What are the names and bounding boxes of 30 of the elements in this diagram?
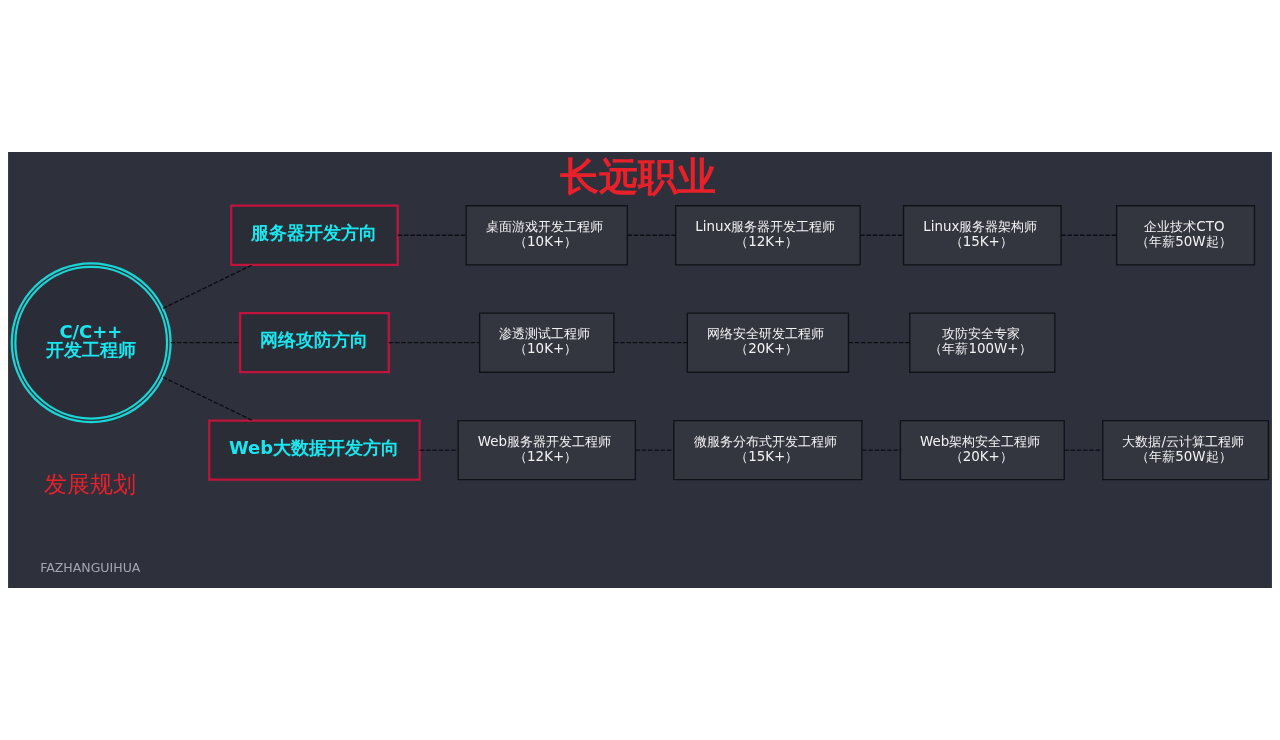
node-box: 桌面游戏开发工程师 （10K+） xyxy=(465,205,628,266)
connector xyxy=(859,234,905,236)
node-box: 微服务分布式开发工程师 （15K+） xyxy=(673,419,863,481)
node-box: 企业技术CTO （年薪50W起） xyxy=(1115,205,1256,266)
connector xyxy=(170,342,241,344)
node-box: Web大数据开发方向 xyxy=(208,419,421,481)
node-box: Linux服务器开发工程师 （12K+） xyxy=(675,205,861,266)
label: 发展规划 xyxy=(43,470,136,498)
connector xyxy=(861,449,901,451)
node-box: Web架构安全工程师 （20K+） xyxy=(899,419,1065,481)
connector xyxy=(388,342,481,344)
node-box: 网络攻防方向 xyxy=(239,312,390,374)
connector xyxy=(397,234,467,236)
node-box: 网络安全研发工程师 （20K+） xyxy=(686,312,850,373)
connector xyxy=(847,342,911,344)
connector xyxy=(626,234,676,236)
node-box: Linux服务器架构师 （15K+） xyxy=(902,205,1062,266)
connector xyxy=(1060,234,1117,236)
label: FAZHANGUIHUA xyxy=(40,559,141,575)
connector xyxy=(162,376,254,422)
node-box: 攻防安全专家 （年薪100W+） xyxy=(909,312,1056,373)
connector xyxy=(634,449,675,451)
node-box: 大数据/云计算工程师 （年薪50W起） xyxy=(1102,419,1269,481)
diagram-title: 长远职业 xyxy=(560,152,717,199)
node-box: Web服务器开发工程师 （12K+） xyxy=(457,419,637,481)
node-box: 服务器开发方向 xyxy=(230,204,399,266)
connector xyxy=(419,449,459,451)
connector xyxy=(613,342,688,344)
node-box: 渗透测试工程师 （10K+） xyxy=(478,312,615,373)
connector xyxy=(162,264,254,309)
